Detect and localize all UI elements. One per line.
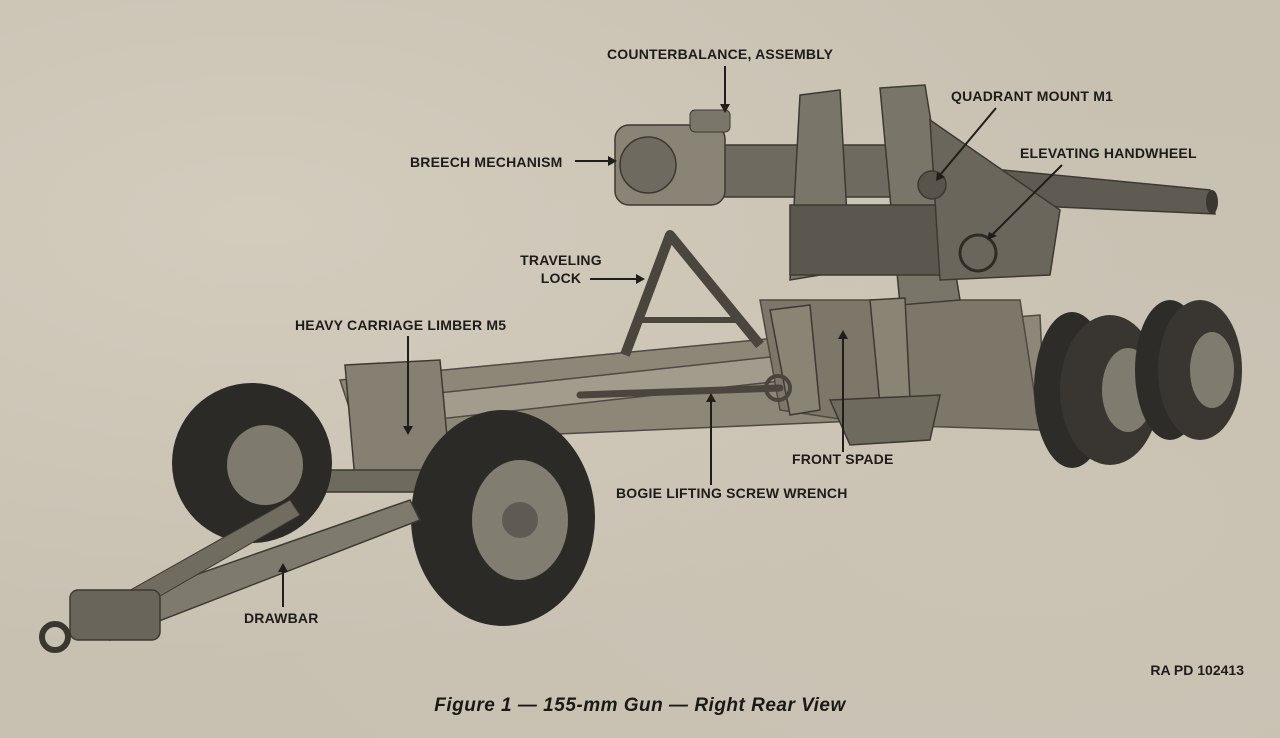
callout-elevating-handwheel: ELEVATING HANDWHEEL [1020,145,1197,161]
breech-block [614,109,731,206]
callout-quadrant-mount: QUADRANT MOUNT M1 [951,88,1114,104]
callout-drawbar: DRAWBAR [244,610,319,626]
front-spade [769,297,941,446]
callout-traveling-lock: TRAVELING LOCK [520,252,602,286]
reference-code: RA PD 102413 [1150,662,1244,678]
callout-front-spade: FRONT SPADE [792,451,894,467]
drawbar-bar [39,499,422,653]
callout-bogie-lifting-screw-wrench: BOGIE LIFTING SCREW WRENCH [616,485,848,501]
limber-wheels [172,383,595,626]
traveling-lock-frame [620,230,764,357]
callout-counterbalance-assembly: COUNTERBALANCE, ASSEMBLY [607,46,834,62]
gun-cradle [789,84,1061,306]
figure-caption: Figure 1 — 155-mm Gun — Right Rear View [434,695,846,716]
bogie-wrench [576,374,792,402]
callout-heavy-carriage-limber: HEAVY CARRIAGE LIMBER M5 [295,317,507,333]
bogie-wheels [1034,300,1242,468]
callout-breech-mechanism: BREECH MECHANISM [410,154,563,170]
callout-arrowheads [278,104,997,572]
callout-arrows [282,66,1063,607]
